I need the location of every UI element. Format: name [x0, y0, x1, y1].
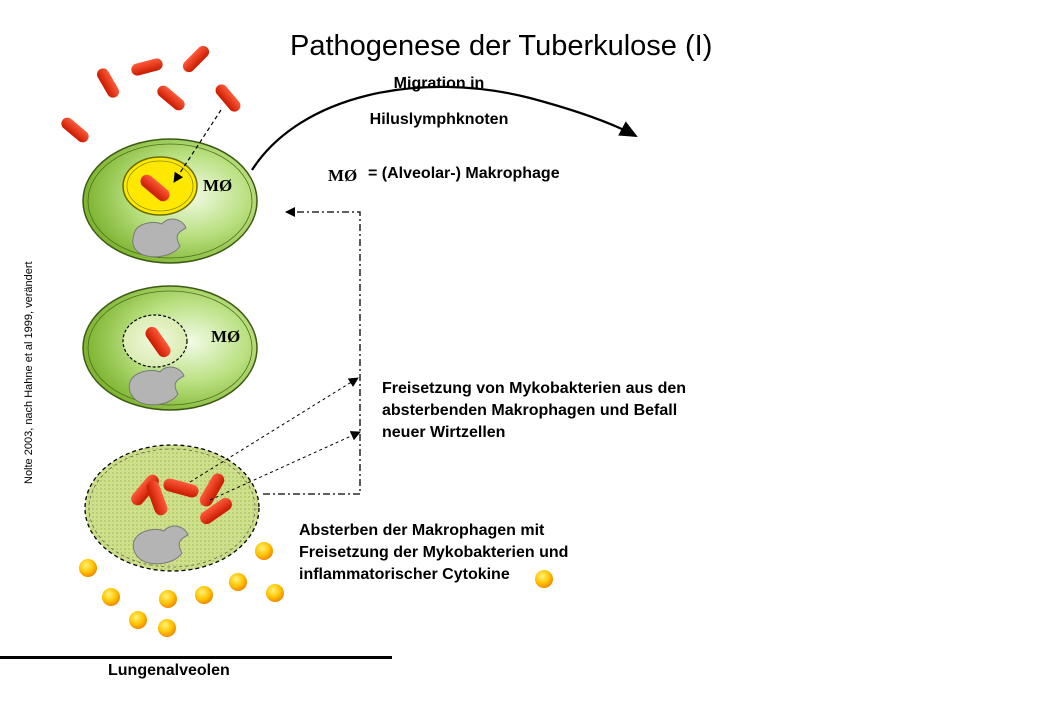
migration-label: Migration in Hiluslymphknoten	[369, 75, 509, 128]
death-description: Absterben der Makrophagen mit Freisetzun…	[299, 522, 569, 583]
nucleus	[128, 366, 185, 406]
cytokine	[535, 570, 553, 588]
cytokine	[195, 586, 213, 604]
bacterium	[182, 45, 210, 73]
feedback-arrow	[263, 207, 361, 495]
release-arrow-1	[189, 377, 359, 483]
cytokine	[79, 559, 97, 577]
bacterium	[140, 174, 170, 202]
bacterium	[200, 497, 232, 525]
cytokine	[102, 588, 120, 606]
nucleus	[132, 525, 189, 565]
bacterium	[97, 68, 119, 98]
dying-macrophage-cell	[84, 444, 260, 572]
bacterium	[145, 326, 171, 358]
macrophage-cell-1	[82, 138, 258, 264]
legend-text: = (Alveolar-) Makrophage	[368, 165, 560, 182]
bacterium	[61, 117, 89, 143]
bacterium	[146, 480, 168, 516]
legend-symbol: MØ	[328, 166, 358, 185]
macrophage-label-2: MØ	[211, 327, 241, 346]
macrophage-label-1: MØ	[203, 176, 233, 195]
cytokine	[158, 619, 176, 637]
phagocytosis-arrow	[173, 109, 222, 183]
nucleus	[132, 218, 187, 258]
cytokine-group	[79, 542, 553, 637]
source-note: Nolte 2003, nach Hahne et al 1999, verän…	[23, 261, 35, 484]
bacterium	[131, 58, 163, 76]
alveoli-baseline	[0, 656, 392, 659]
free-bacteria-group	[61, 45, 241, 143]
bacterium	[199, 473, 225, 507]
arrows	[173, 85, 638, 501]
diagram-title: Pathogenese der Tuberkulose (I)	[290, 30, 713, 62]
cytokine	[129, 611, 147, 629]
macrophage-cell-2	[82, 285, 258, 411]
release-description: Freisetzung von Mykobakterien aus den ab…	[382, 380, 687, 441]
cytokine	[229, 573, 247, 591]
cytokine	[255, 542, 273, 560]
cytokine	[159, 590, 177, 608]
bacterium	[215, 84, 241, 112]
alveoli-label: Lungenalveolen	[108, 662, 230, 679]
bacterium	[157, 85, 185, 111]
cytokine	[266, 584, 284, 602]
bacterium	[163, 478, 199, 498]
migration-arrow	[251, 85, 638, 171]
